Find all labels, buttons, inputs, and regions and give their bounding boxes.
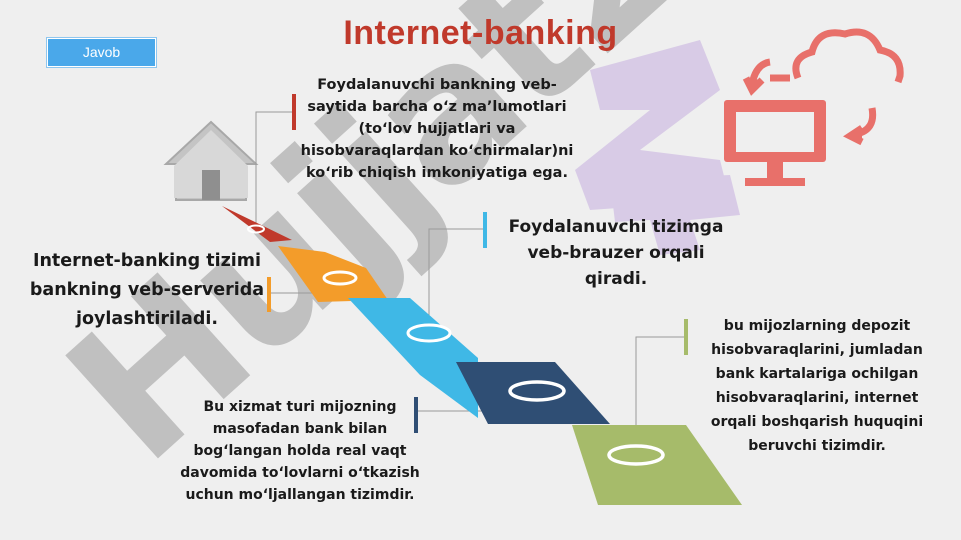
watermark-lilac bbox=[575, 40, 740, 255]
connector-bar-orange bbox=[267, 277, 271, 312]
step-5-green bbox=[572, 425, 742, 505]
text-bottom: Bu xizmat turi mijozning masofadan bank … bbox=[180, 399, 420, 503]
connector-bar-green bbox=[684, 319, 688, 355]
text-top: Foydalanuvchi bankning veb-saytida barch… bbox=[300, 77, 574, 181]
house-icon bbox=[163, 120, 259, 201]
text-right: bu mijozlarning depozit hisobvaraqlarini… bbox=[710, 318, 924, 454]
step-2-orange bbox=[278, 246, 388, 302]
slide-title: Internet-banking bbox=[343, 14, 618, 52]
step-3-cyan bbox=[348, 298, 478, 418]
answer-button[interactable]: Javob bbox=[47, 38, 156, 67]
step-1-red bbox=[222, 206, 292, 242]
connector-bar-red bbox=[292, 94, 296, 130]
cloud-computer-icon bbox=[724, 28, 904, 186]
text-left: Internet-banking tizimi bankning veb-ser… bbox=[29, 251, 265, 329]
connector-bar-cyan bbox=[483, 212, 487, 248]
step-4-navy bbox=[456, 362, 610, 424]
text-middle-right: Foydalanuvchi tizimga veb-brauzer orqali… bbox=[508, 217, 724, 289]
connector-bar-navy bbox=[414, 397, 418, 433]
